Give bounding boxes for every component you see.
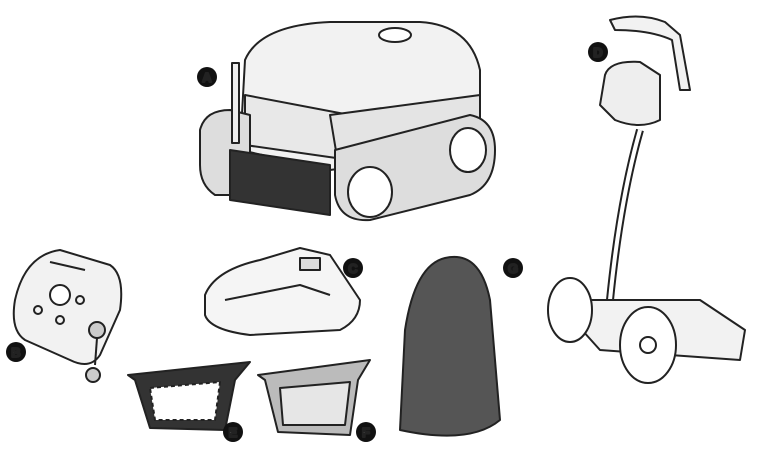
filter-basket-fine-illustration — [257, 359, 371, 436]
power-supply-illustration — [12, 249, 123, 383]
power-supply-holder-illustration — [204, 247, 361, 336]
part-label-g: G — [503, 258, 523, 278]
svg-text:A: A — [202, 70, 212, 85]
robot-illustration — [199, 21, 496, 222]
svg-text:D: D — [593, 45, 602, 60]
part-label-c: C — [343, 258, 363, 278]
part-label-a: A — [197, 67, 217, 87]
svg-text:G: G — [508, 261, 518, 276]
trolley-illustration — [547, 15, 746, 384]
filter-basket-coarse-illustration — [127, 361, 251, 431]
svg-text:E: E — [229, 425, 238, 440]
svg-text:F: F — [362, 425, 370, 440]
part-label-f: F — [356, 422, 376, 442]
part-label-d: D — [588, 42, 608, 62]
part-label-e: E — [223, 422, 243, 442]
svg-text:C: C — [348, 261, 358, 276]
part-label-b: B — [6, 342, 26, 362]
cover-illustration — [399, 255, 501, 437]
svg-text:B: B — [11, 345, 20, 360]
